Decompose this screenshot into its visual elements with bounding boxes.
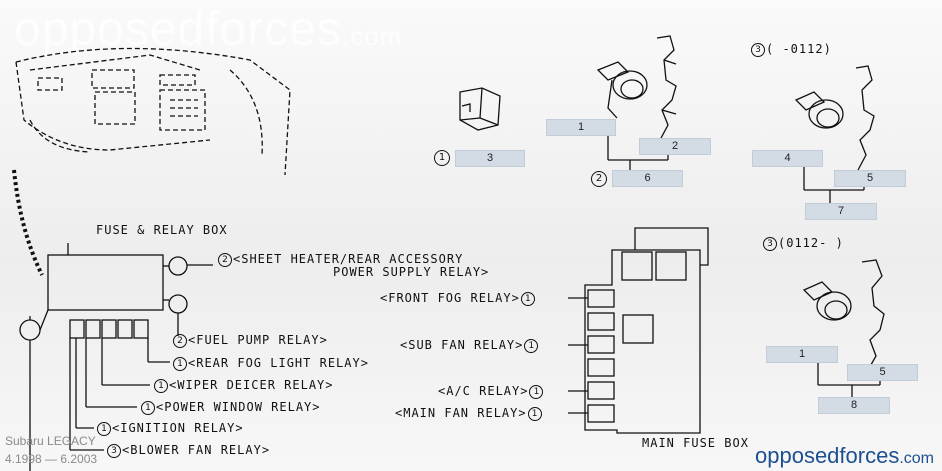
- relay-type-marker: 1: [154, 378, 168, 393]
- relay-type-marker: 1: [529, 384, 544, 399]
- watermark-tld: .com: [341, 21, 403, 51]
- relay-type-marker: 3: [107, 443, 121, 458]
- label-fuel-pump-relay: 2<FUEL PUMP RELAY>: [172, 333, 328, 348]
- label-sub-fan-relay: <SUB FAN RELAY>1: [400, 338, 539, 353]
- relay-type-marker: 1: [524, 338, 539, 353]
- callout-box: 6: [612, 170, 683, 187]
- label-power-supply-relay: POWER SUPPLY RELAY>: [333, 265, 490, 279]
- brand-name: opposedforces: [755, 443, 900, 468]
- model-years: 4.1998 — 6.2003: [5, 452, 98, 466]
- label-ignition-relay: 1<IGNITION RELAY>: [96, 421, 244, 436]
- relay-type-marker: 1: [97, 421, 111, 436]
- relay-type1-drawing: [459, 87, 501, 131]
- relay-type-marker: 1: [527, 406, 542, 421]
- label-power-window-relay: 1<POWER WINDOW RELAY>: [140, 400, 321, 415]
- relay-type3b-header: 3(0112- ): [762, 236, 844, 251]
- label-wiper-deicer-relay: 1<WIPER DEICER RELAY>: [153, 378, 334, 393]
- label-front-fog-relay: <FRONT FOG RELAY>1: [380, 291, 536, 306]
- dashboard-drawing: [15, 47, 291, 176]
- watermark-name: opposedforces: [14, 3, 342, 56]
- callout-box: 3: [455, 150, 525, 167]
- callout-box: 1: [546, 119, 616, 136]
- relay-type-marker: 1: [520, 291, 535, 306]
- watermark-logo: opposedforces.com: [14, 2, 402, 57]
- fuse-relay-box-drawing: [19, 243, 213, 471]
- label-rear-fog-light-relay: 1<REAR FOG LIGHT RELAY>: [172, 356, 369, 371]
- callout-box: 5: [847, 364, 918, 381]
- brand-logo[interactable]: opposedforces.com: [755, 443, 934, 469]
- relay-type-marker: 1: [173, 356, 187, 371]
- callout-box: 4: [752, 150, 823, 167]
- relay-type2-marker: 2: [591, 171, 607, 187]
- label-ac-relay: <A/C RELAY>1: [438, 384, 544, 399]
- relay-type-marker: 3: [751, 42, 765, 57]
- main-fuse-box-drawing: [568, 227, 709, 434]
- relay-type2-drawing: [596, 35, 677, 172]
- brand-tld: .com: [899, 450, 934, 467]
- callout-box: 1: [766, 346, 838, 363]
- relay-type-marker: 2: [218, 252, 232, 267]
- label-main-fan-relay: <MAIN FAN RELAY>1: [395, 406, 543, 421]
- pointer-dashes: [12, 169, 44, 276]
- model-name: Subaru LEGACY: [5, 434, 96, 448]
- label-sheet-heater-relay: 2<SHEET HEATER/REAR ACCESSORY: [217, 252, 463, 267]
- label-blower-fan-relay: 3<BLOWER FAN RELAY>: [106, 443, 270, 458]
- relay-type3a-header: 3( -0112): [750, 42, 832, 57]
- callout-box: 5: [834, 170, 906, 187]
- relay-type3b-drawing: [802, 259, 885, 398]
- relay-type-marker: 2: [173, 333, 187, 348]
- main-fuse-box-title: MAIN FUSE BOX: [642, 436, 749, 450]
- callout-box: 2: [639, 138, 711, 155]
- fuse-relay-box-title: FUSE & RELAY BOX: [96, 223, 228, 237]
- callout-box: 7: [805, 203, 877, 220]
- relay-type1-marker: 1: [434, 150, 450, 166]
- callout-box: 8: [818, 397, 890, 414]
- relay-type-marker: 3: [763, 236, 777, 251]
- relay-type-marker: 1: [141, 400, 155, 415]
